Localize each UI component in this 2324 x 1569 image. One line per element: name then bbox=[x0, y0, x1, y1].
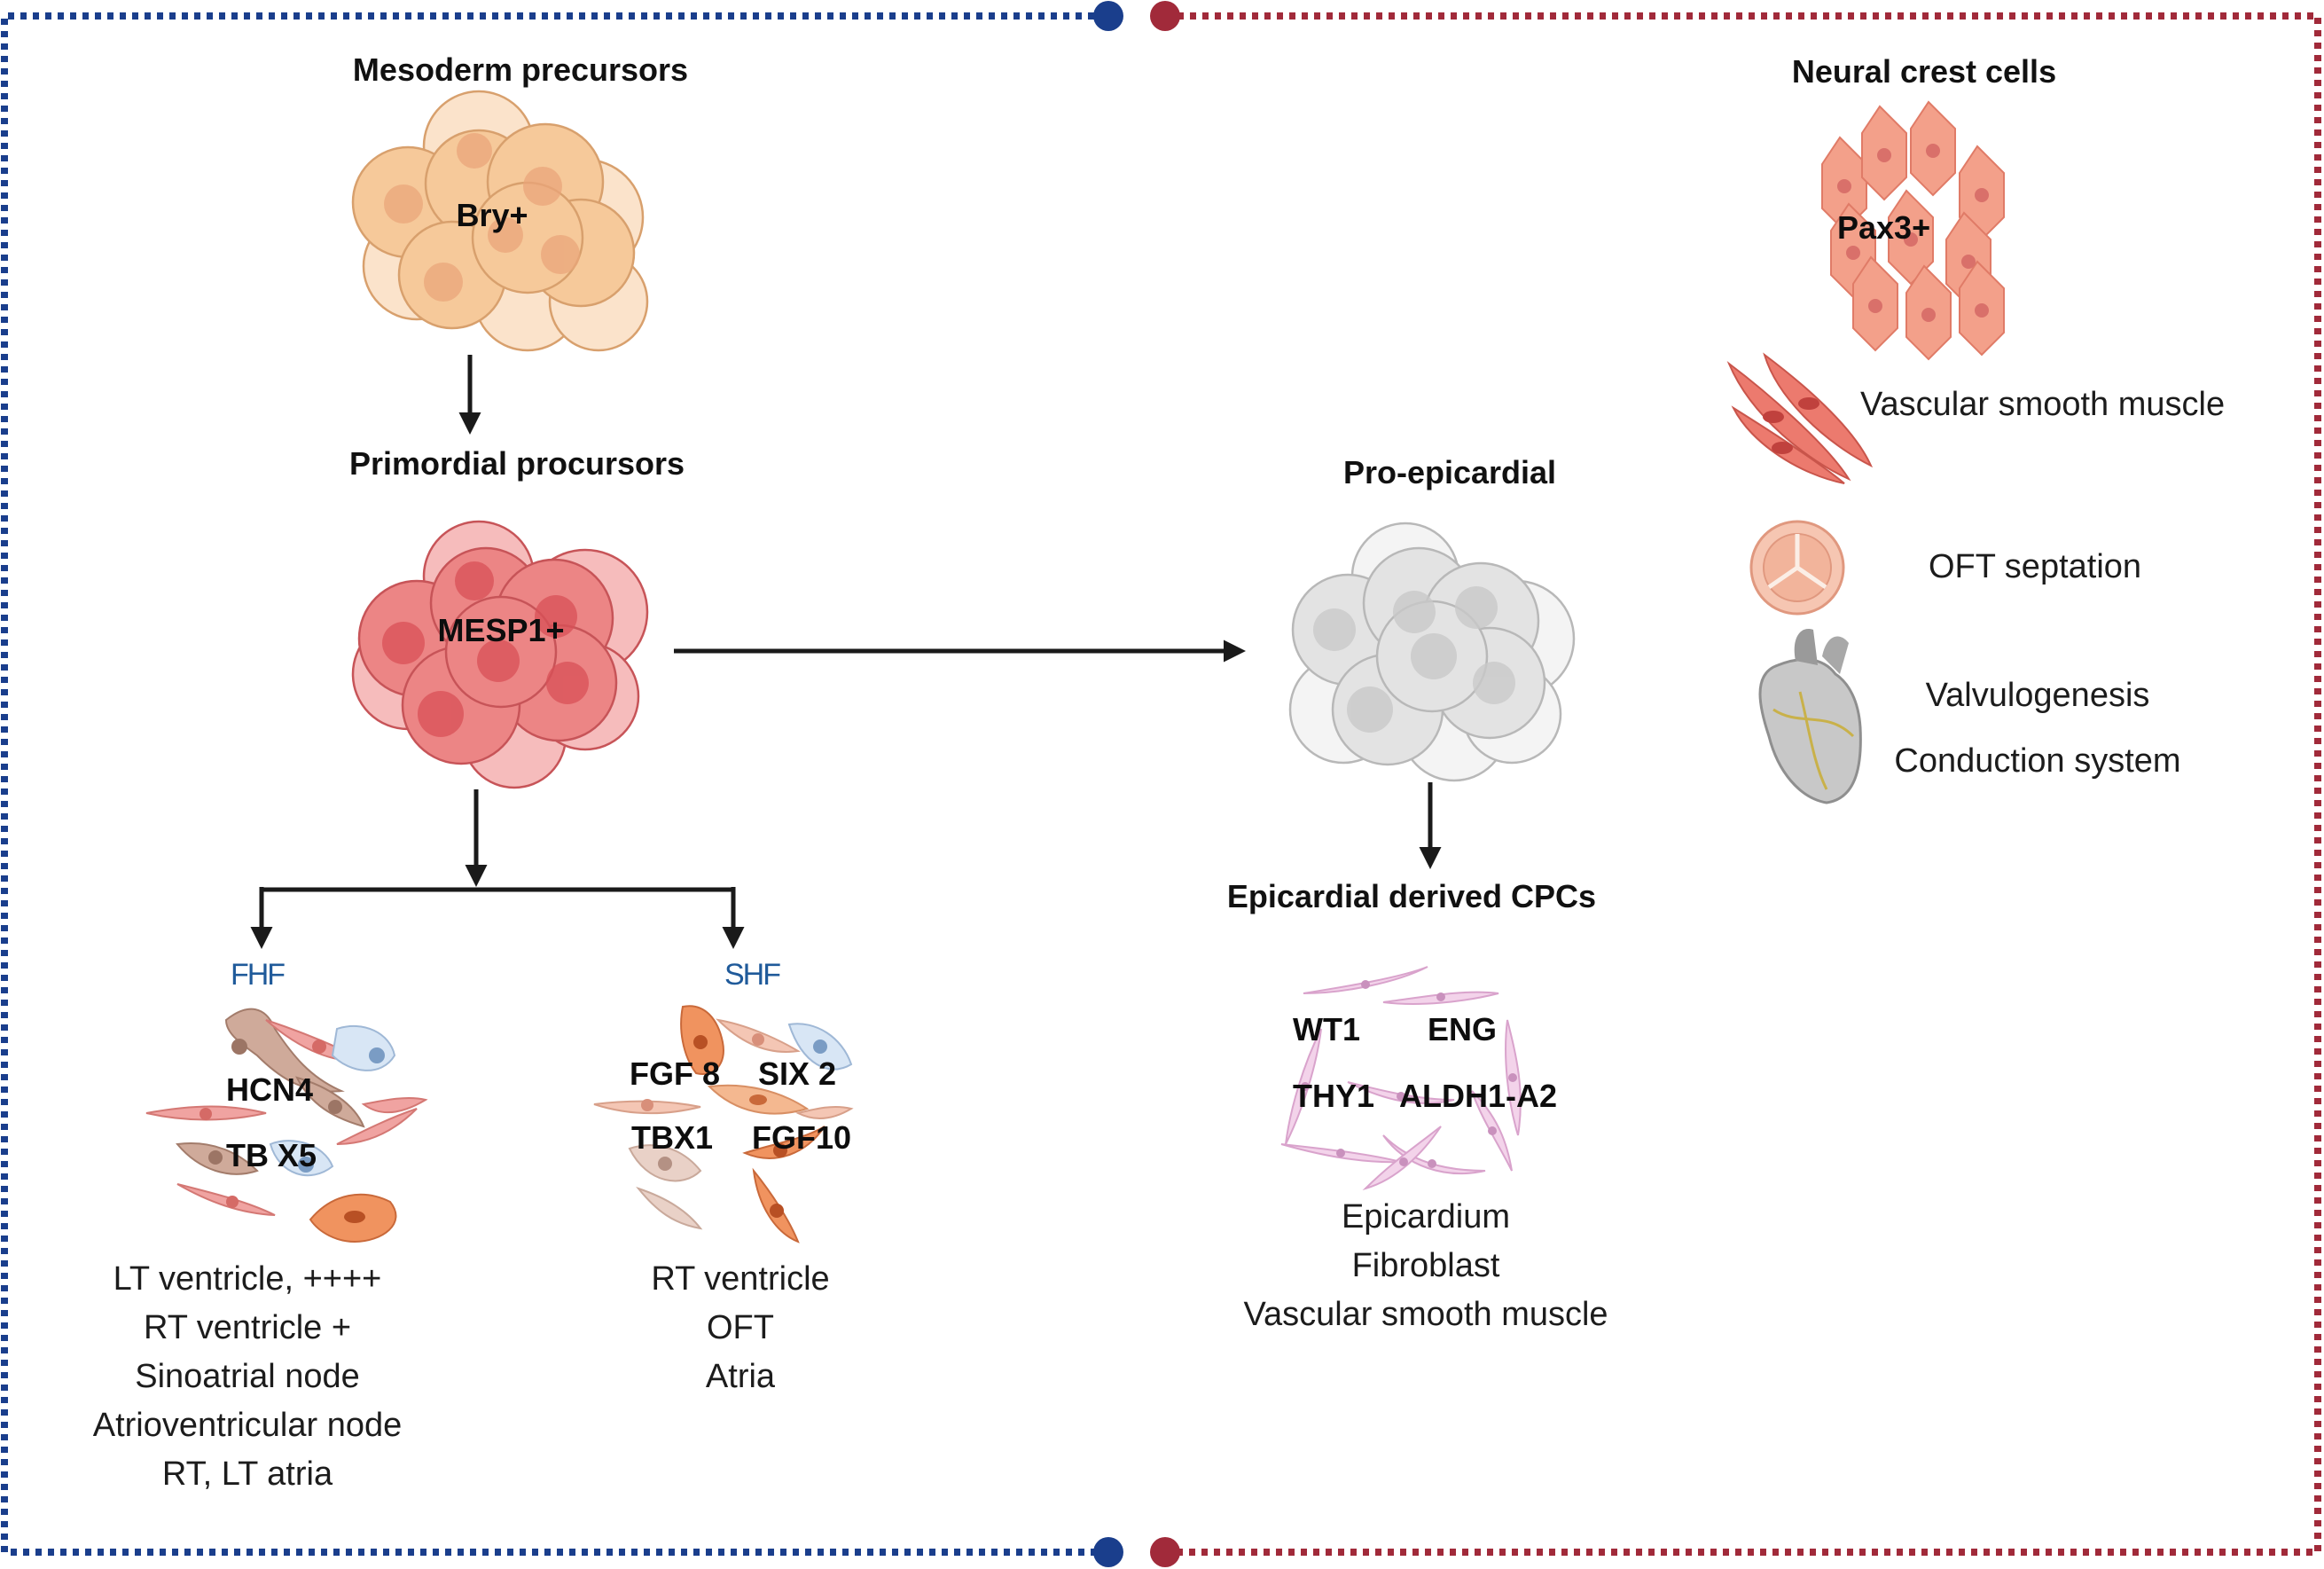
pax3-marker-label: Pax3+ bbox=[1837, 209, 1931, 246]
fhf-outcome-item: RT, LT atria bbox=[161, 1455, 333, 1493]
fhf-label: FHF bbox=[230, 958, 286, 992]
neural-crest-title: Neural crest cells bbox=[1791, 53, 2057, 90]
contribution-oft-septation: OFT septation bbox=[1928, 548, 2142, 585]
mesp1-marker-label: MESP1+ bbox=[437, 612, 565, 648]
primordial-cell-cluster bbox=[351, 520, 649, 789]
epicardial-outcome-item: Vascular smooth muscle bbox=[1243, 1296, 1608, 1333]
heart-icon bbox=[1758, 629, 1862, 804]
bry-marker-label: Bry+ bbox=[456, 197, 528, 233]
fhf-gene-hcn4: HCN4 bbox=[226, 1071, 314, 1108]
mesoderm-title: Mesoderm precursors bbox=[352, 51, 689, 88]
shf-outcome-item: Atria bbox=[705, 1358, 776, 1395]
valve-icon bbox=[1749, 520, 1845, 616]
left-border bbox=[1, 12, 1107, 1556]
shf-label: SHF bbox=[724, 958, 781, 992]
contribution-conduction-system: Conduction system bbox=[1894, 742, 2181, 780]
border-dot-top-blue bbox=[1093, 1, 1123, 31]
fhf-outcome-list: LT ventricle, ++++ RT ventricle + Sinoat… bbox=[93, 1255, 403, 1499]
epicardial-outcome-list: Epicardium Fibroblast Vascular smooth mu… bbox=[1243, 1193, 1608, 1339]
border-dot-bottom-blue bbox=[1093, 1537, 1123, 1567]
epicardial-title: Epicardial derived CPCs bbox=[1226, 878, 1597, 914]
contribution-vascular-smooth-muscle: Vascular smooth muscle bbox=[1860, 386, 2226, 423]
epicardial-gene-thy1: THY1 bbox=[1293, 1078, 1375, 1114]
fhf-outcome-item: Sinoatrial node bbox=[135, 1358, 360, 1395]
neural-crest-cell-cluster bbox=[1821, 100, 2005, 361]
epicardial-cell-cluster bbox=[1280, 966, 1522, 1191]
fhf-outcome-item: LT ventricle, ++++ bbox=[113, 1260, 382, 1298]
right-border bbox=[1165, 12, 2321, 1556]
primordial-title: Primordial procursors bbox=[348, 445, 685, 482]
smooth-muscle-cells-icon bbox=[1726, 352, 1874, 484]
fhf-outcome-item: Atrioventricular node bbox=[92, 1407, 403, 1444]
proepicardial-title: Pro-epicardial bbox=[1342, 454, 1557, 490]
epicardial-gene-eng: ENG bbox=[1428, 1011, 1498, 1047]
shf-gene-six2: SIX 2 bbox=[758, 1055, 837, 1092]
fhf-cell-cluster bbox=[145, 1008, 428, 1243]
branch-connector bbox=[259, 887, 736, 940]
fhf-outcome-item: RT ventricle + bbox=[143, 1309, 352, 1346]
epicardial-gene-wt1: WT1 bbox=[1293, 1011, 1360, 1047]
border-dot-top-red bbox=[1150, 1, 1180, 31]
shf-gene-tbx1: TBX1 bbox=[631, 1119, 714, 1156]
border-dot-bottom-red bbox=[1150, 1537, 1180, 1567]
shf-outcome-item: OFT bbox=[707, 1309, 774, 1346]
shf-cell-cluster bbox=[593, 1005, 854, 1243]
fhf-gene-tbx5: TB X5 bbox=[226, 1137, 317, 1173]
epicardial-outcome-item: Epicardium bbox=[1341, 1198, 1511, 1236]
epicardial-gene-aldh1a2: ALDH1-A2 bbox=[1399, 1078, 1558, 1114]
shf-gene-fgf8: FGF 8 bbox=[630, 1055, 721, 1092]
proepicardial-cell-cluster bbox=[1288, 522, 1576, 782]
mesoderm-cell-cluster bbox=[351, 90, 649, 352]
shf-gene-fgf10: FGF10 bbox=[752, 1119, 852, 1156]
epicardial-outcome-item: Fibroblast bbox=[1351, 1247, 1500, 1284]
contribution-valvulogenesis: Valvulogenesis bbox=[1925, 677, 2150, 714]
shf-outcome-list: RT ventricle OFT Atria bbox=[651, 1255, 829, 1401]
shf-outcome-item: RT ventricle bbox=[651, 1260, 830, 1298]
